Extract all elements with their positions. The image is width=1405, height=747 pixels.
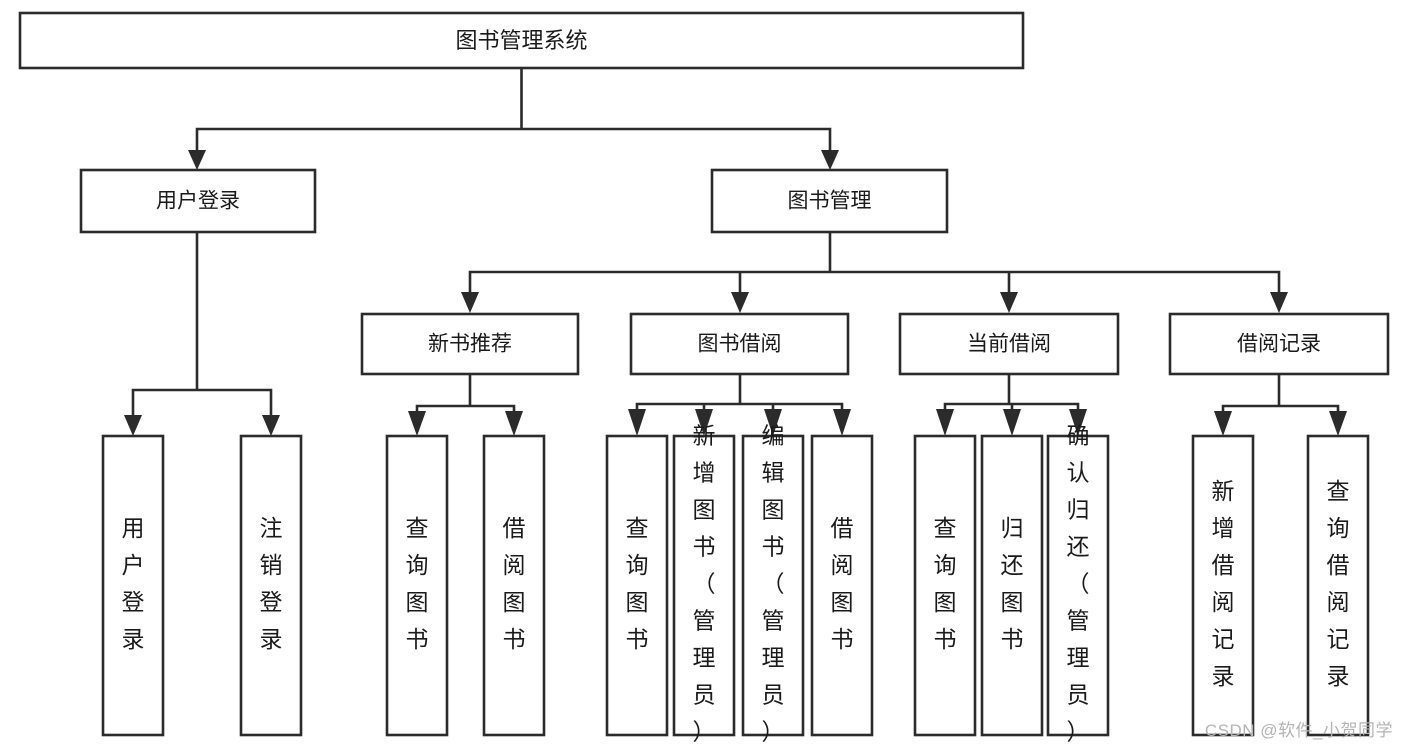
arrowhead-book-borrow: [731, 292, 749, 313]
node-user-login[interactable]: 用户登录: [79, 168, 317, 234]
leaf-query-book-2[interactable]: 查询图书: [605, 434, 669, 737]
leaf-return-book[interactable]: 归还图书: [980, 434, 1044, 737]
arrowhead-leaf-borrow-book-1: [505, 411, 523, 436]
arrowhead-leaf-edit-book: [764, 409, 782, 436]
edge-root-to-bus: [195, 66, 832, 152]
leaf-add-record[interactable]: 新增借阅记录: [1191, 434, 1255, 737]
leaf-query-book-1-label: 查询图书: [406, 515, 429, 652]
leaf-return-book-label: 归还图书: [1001, 515, 1024, 652]
edge-bookborrow-to-bus: [635, 372, 844, 414]
leaf-confirm-return[interactable]: 确认归还（管理员）: [1046, 423, 1110, 745]
leaf-query-book-3[interactable]: 查询图书: [913, 434, 977, 737]
leaf-query-record-label: 查询借阅记录: [1327, 478, 1350, 689]
node-new-book-recommend-label: 新书推荐: [428, 333, 512, 356]
node-borrow-record[interactable]: 借阅记录: [1168, 312, 1390, 376]
node-current-borrow-box[interactable]: [898, 312, 1120, 376]
node-new-book-recommend[interactable]: 新书推荐: [360, 312, 580, 376]
arrowhead-leaf-add-book: [695, 409, 713, 436]
edge-bookmgmt-to-bus: [468, 230, 1281, 294]
leaf-edit-book-label: 编辑图书（管理员）: [762, 423, 785, 745]
arrowhead-user-login: [188, 150, 206, 170]
leaf-add-book[interactable]: 新增图书（管理员）: [672, 423, 736, 745]
arrowhead-new-book-recommend: [461, 292, 479, 313]
edge-userlogin-to-bus: [131, 230, 273, 417]
leaf-query-book-1-box[interactable]: [385, 434, 449, 737]
leaf-borrow-book-1[interactable]: 借阅图书: [482, 434, 546, 737]
node-root-label: 图书管理系统: [455, 28, 587, 53]
node-borrow-record-box[interactable]: [1168, 312, 1390, 376]
node-book-borrow-label: 图书借阅: [698, 333, 782, 356]
leaf-borrow-book-2-label: 借阅图书: [831, 515, 854, 652]
node-new-book-recommend-box[interactable]: [360, 312, 580, 376]
arrowhead-leaf-query-book-2: [628, 409, 646, 436]
leaf-edit-book-box[interactable]: [741, 434, 805, 737]
arrowhead-borrow-record: [1270, 292, 1288, 313]
node-current-borrow[interactable]: 当前借阅: [898, 312, 1120, 376]
edge-borrowrecord-to-bus: [1221, 372, 1340, 417]
leaf-return-book-box[interactable]: [980, 434, 1044, 737]
leaf-user-logout-label: 注销登录: [260, 515, 283, 652]
node-book-management[interactable]: 图书管理: [710, 168, 949, 234]
node-user-login-box[interactable]: [79, 168, 317, 234]
edge-newbook-to-bus: [415, 372, 516, 417]
edges-layer: [124, 66, 1347, 436]
csdn-watermark: CSDN @软件_小贺同学: [1204, 721, 1393, 740]
leaf-confirm-return-box[interactable]: [1046, 434, 1110, 737]
leaf-add-record-box[interactable]: [1191, 434, 1255, 737]
leaf-user-login[interactable]: 用户登录: [101, 434, 165, 737]
leaf-user-logout[interactable]: 注销登录: [239, 434, 303, 737]
arrowhead-leaf-query-record: [1329, 411, 1347, 436]
leaf-borrow-book-2-box[interactable]: [810, 434, 874, 737]
leaf-query-record-box[interactable]: [1306, 434, 1370, 737]
leaf-add-book-label: 新增图书（管理员）: [693, 423, 716, 745]
leaf-borrow-book-1-box[interactable]: [482, 434, 546, 737]
arrowhead-leaf-query-book-1: [408, 411, 426, 436]
arrowhead-leaf-query-book-3: [936, 409, 954, 436]
node-root[interactable]: 图书管理系统: [18, 11, 1025, 70]
leaf-query-record[interactable]: 查询借阅记录: [1306, 434, 1370, 737]
leaf-query-book-2-label: 查询图书: [626, 515, 649, 652]
node-root-box[interactable]: [18, 11, 1025, 70]
node-book-borrow-box[interactable]: [629, 312, 850, 376]
node-book-borrow[interactable]: 图书借阅: [629, 312, 850, 376]
leaf-user-login-label: 用户登录: [122, 515, 145, 652]
leaf-user-logout-box[interactable]: [239, 434, 303, 737]
leaf-add-book-box[interactable]: [672, 434, 736, 737]
leaf-user-login-box[interactable]: [101, 434, 165, 737]
arrowhead-current-borrow: [1000, 292, 1018, 313]
arrowhead-leaf-borrow-book-2: [833, 409, 851, 436]
arrowhead-leaf-add-record: [1214, 411, 1232, 436]
leaf-borrow-book-2[interactable]: 借阅图书: [810, 434, 874, 737]
leaf-add-record-label: 新增借阅记录: [1212, 478, 1235, 689]
arrowhead-leaf-return-book: [1003, 409, 1021, 436]
leaf-confirm-return-label: 确认归还（管理员）: [1067, 423, 1090, 745]
node-user-login-label: 用户登录: [156, 190, 240, 213]
node-current-borrow-label: 当前借阅: [967, 333, 1051, 356]
leaf-edit-book[interactable]: 编辑图书（管理员）: [741, 423, 805, 745]
leaf-query-book-3-label: 查询图书: [934, 515, 957, 652]
leaf-query-book-1[interactable]: 查询图书: [385, 434, 449, 737]
edge-currentborrow-to-bus: [943, 372, 1080, 414]
node-book-management-label: 图书管理: [788, 190, 872, 213]
arrowhead-leaf-confirm-return: [1069, 409, 1087, 436]
leaf-query-book-2-box[interactable]: [605, 434, 669, 737]
node-book-management-box[interactable]: [710, 168, 949, 234]
node-borrow-record-label: 借阅记录: [1237, 333, 1321, 356]
arrowhead-leaf-user-login: [124, 415, 142, 436]
arrowhead-book-management: [821, 150, 839, 170]
arrowhead-leaf-user-logout: [262, 415, 280, 436]
leaf-query-book-3-box[interactable]: [913, 434, 977, 737]
leaf-borrow-book-1-label: 借阅图书: [503, 515, 526, 652]
